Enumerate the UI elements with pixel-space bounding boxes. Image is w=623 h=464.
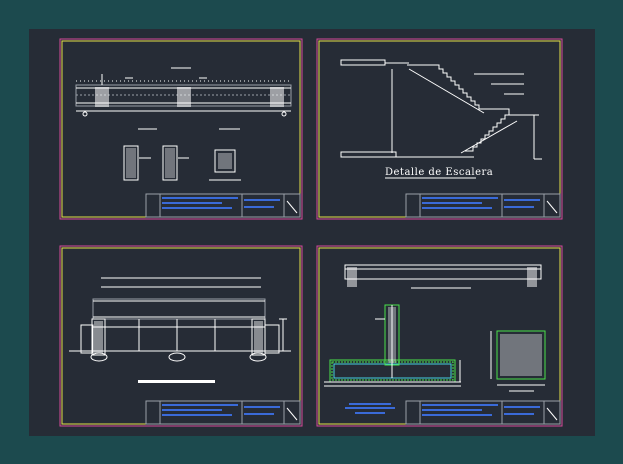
stair-detail-sheet[interactable]: Detalle de Escalera (316, 38, 563, 220)
beam-elevation (75, 67, 292, 117)
stair-section (340, 59, 542, 160)
cad-drawing: Detalle de Escalera (59, 38, 563, 427)
frame-elevation (69, 277, 291, 362)
title-block (405, 193, 561, 218)
top-beam (344, 264, 542, 287)
column-sections (123, 145, 241, 181)
footing-section (324, 304, 461, 414)
title-block (145, 193, 301, 218)
stair-detail-title: Detalle de Escalera (385, 167, 493, 178)
title-block (145, 400, 301, 425)
elevation-sheet[interactable] (59, 245, 303, 427)
beam-section-sheet[interactable] (59, 38, 303, 220)
drawing-canvas[interactable]: Detalle de Escalera (29, 29, 595, 436)
title-block (405, 400, 561, 425)
foundation-detail-sheet[interactable] (316, 245, 563, 427)
footing-plan (490, 330, 546, 392)
